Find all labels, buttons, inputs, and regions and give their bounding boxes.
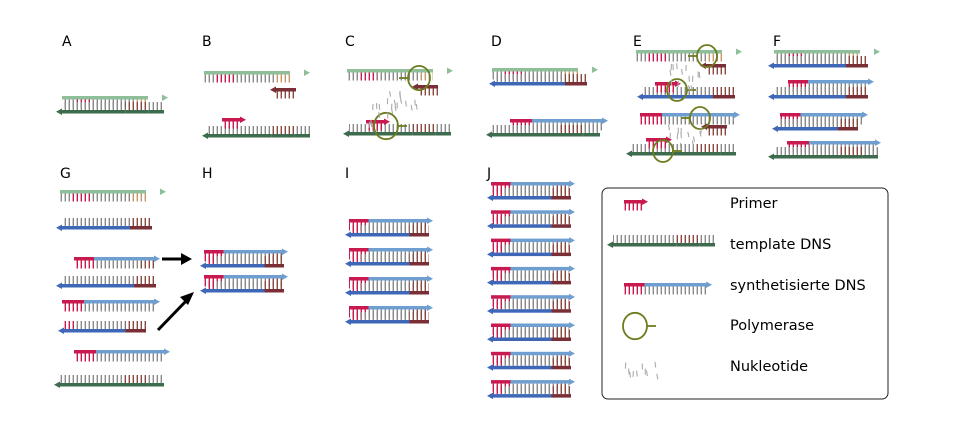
polymerase-e-4 [652, 139, 682, 163]
panel-label-e: E [633, 34, 642, 50]
nucleotides-c [368, 90, 418, 128]
strand-j-product-bottom-4 [487, 272, 571, 286]
panel-label-j: J [486, 166, 491, 182]
strand-g-product-top-1 [74, 255, 160, 269]
strand-b-template-top [204, 69, 310, 83]
dna-strands-layer [54, 48, 881, 400]
strand-g-synth-bottom-2 [56, 276, 156, 289]
strand-i-product-bottom-4 [345, 312, 429, 325]
legend-synthesized-icon [624, 281, 712, 295]
reaction-elements-layer [222, 44, 727, 163]
strand-j-product-bottom-3 [487, 244, 571, 258]
strand-g-synth-bottom-1 [56, 218, 152, 231]
nucleotides-e-upper [669, 63, 701, 91]
polymerase-e-1 [688, 44, 718, 68]
strand-f-synth-bottom-1 [768, 56, 868, 69]
strand-j-product-bottom-2 [487, 216, 571, 230]
panel-label-g: G [60, 166, 71, 182]
legend-primer-label: Primer [730, 196, 778, 212]
legend-primer-icon [624, 198, 648, 211]
strand-b-template-bottom [202, 126, 310, 139]
strand-g-synth-top-3 [74, 348, 170, 362]
strand-d-template-bottom [486, 125, 600, 138]
panel-label-a: A [62, 34, 72, 50]
strand-i-product-bottom-3 [345, 283, 429, 296]
strand-i-product-bottom-2 [345, 254, 429, 267]
strand-f-synth-bottom-3 [772, 119, 858, 132]
strand-f-template-bottom [768, 147, 878, 160]
primer-b-reverse [270, 86, 296, 99]
legend-polymerase-icon [622, 311, 656, 341]
strand-a-template-bottom [56, 102, 164, 115]
strand-d-synth-bottom [489, 74, 587, 87]
strand-j-product-bottom-8 [487, 386, 571, 400]
polymerase-c-upper [399, 65, 431, 92]
polymerase-e-3 [681, 106, 711, 130]
strand-g-template-top [60, 188, 166, 202]
legend-box [601, 187, 889, 400]
panel-label-d: D [491, 34, 502, 50]
panel-label-i: I [345, 166, 349, 182]
primer-c-reverse [412, 83, 438, 96]
strand-h-product-bottom-1 [200, 256, 284, 269]
strand-e-synth-bottom-1 [637, 87, 735, 100]
strand-g-product-bottom-1 [58, 321, 146, 334]
panel-label-c: C [345, 34, 355, 50]
strand-g-synth-top-2 [62, 298, 160, 312]
legend-polymerase-label: Polymerase [730, 318, 814, 334]
strand-i-product-bottom-1 [345, 225, 429, 238]
polymerase-c-lower [373, 111, 407, 141]
strand-j-product-bottom-1 [487, 188, 571, 201]
primer-b-forward [222, 116, 246, 129]
legend-synthesized-label: synthetisierte DNS [730, 278, 866, 294]
strand-e-template-top [636, 48, 742, 62]
legend-nucleotides-icon [624, 361, 659, 380]
strand-f-synth-bottom-2 [768, 87, 868, 100]
strand-g-template-bottom [54, 375, 164, 388]
legend-template-icon [607, 235, 715, 248]
strand-j-product-bottom-6 [487, 329, 571, 343]
arrow-to-h-lower [156, 292, 194, 332]
nucleotides-e-lower [667, 124, 702, 149]
primer-e-reverse-2 [701, 123, 727, 136]
panel-label-f: F [773, 34, 781, 50]
arrow-to-h-upper [162, 253, 192, 265]
panel-label-b: B [202, 34, 212, 50]
strand-h-product-bottom-2 [200, 281, 284, 294]
legend-template-label: template DNS [730, 237, 831, 253]
strand-c-template-top [347, 67, 453, 81]
legend-icons [607, 198, 715, 380]
strand-e-synth-top-1 [640, 111, 740, 125]
panel-label-h: H [202, 166, 213, 182]
legend-nucleotides-label: Nukleotide [730, 359, 808, 375]
strand-j-product-bottom-7 [487, 357, 571, 371]
strand-j-product-bottom-5 [487, 301, 571, 315]
